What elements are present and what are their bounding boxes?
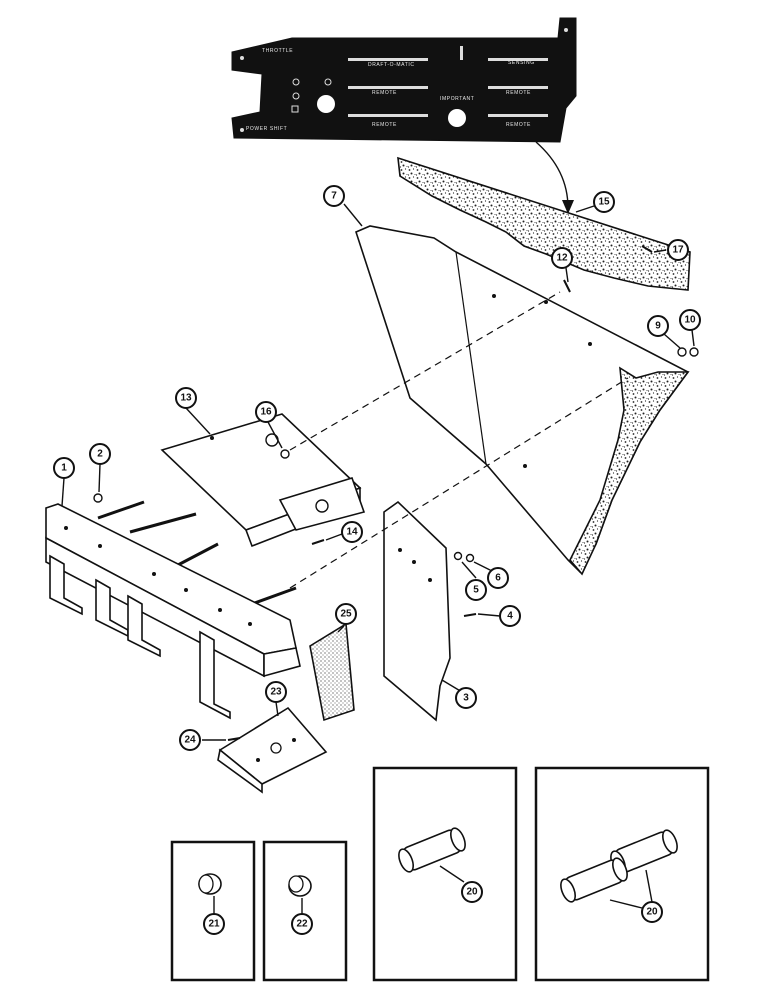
hardware-nut-5 bbox=[453, 551, 463, 561]
svg-text:7: 7 bbox=[331, 191, 337, 202]
callout-14: 14 bbox=[341, 521, 363, 543]
instrument-panel-decal: THROTTLE DRAFT-O-MATIC SENSING REMOTE RE… bbox=[231, 17, 577, 143]
panel-gauge-icon bbox=[317, 95, 335, 113]
callout-7: 7 bbox=[323, 185, 345, 207]
callout-20-a: 20 bbox=[461, 881, 483, 903]
svg-text:9: 9 bbox=[655, 321, 661, 332]
hardware-screw-12 bbox=[563, 279, 571, 293]
panel-label-draft-o-matic: DRAFT-O-MATIC bbox=[368, 62, 415, 68]
svg-text:25: 25 bbox=[340, 609, 352, 620]
assembly-line-1 bbox=[289, 291, 561, 451]
part-25-pad bbox=[309, 622, 355, 722]
tube-20-lower-icon bbox=[560, 857, 628, 903]
decal-arrow bbox=[535, 141, 569, 209]
svg-text:20: 20 bbox=[466, 887, 478, 898]
part-3-plate bbox=[383, 500, 451, 722]
svg-text:17: 17 bbox=[672, 245, 684, 256]
svg-text:16: 16 bbox=[260, 407, 272, 418]
callout-4: 4 bbox=[499, 605, 521, 627]
hardware-nut-6 bbox=[465, 553, 475, 563]
panel-label-remote-2: REMOTE bbox=[506, 90, 531, 96]
svg-text:22: 22 bbox=[296, 919, 308, 930]
svg-text:3: 3 bbox=[463, 693, 469, 704]
hardware-nut-16 bbox=[280, 449, 290, 459]
callout-5: 5 bbox=[465, 579, 487, 601]
callout-6: 6 bbox=[487, 567, 509, 589]
svg-text:10: 10 bbox=[684, 315, 696, 326]
svg-text:24: 24 bbox=[184, 735, 196, 746]
svg-text:15: 15 bbox=[598, 197, 610, 208]
callout-15: 15 bbox=[593, 191, 615, 213]
svg-text:23: 23 bbox=[270, 687, 282, 698]
inset-part-21: 21 bbox=[170, 840, 256, 982]
panel-label-power-shift: POWER SHIFT bbox=[246, 126, 287, 132]
callout-23: 23 bbox=[265, 681, 287, 703]
panel-label-remote-4: REMOTE bbox=[506, 122, 531, 128]
hardware-screw-17 bbox=[641, 245, 653, 253]
part-1-frame bbox=[45, 500, 301, 720]
hardware-screw-4 bbox=[463, 613, 477, 617]
hardware-screw-24 bbox=[227, 737, 241, 741]
callout-12: 12 bbox=[551, 247, 573, 269]
inset-part-20-pair: 20 bbox=[534, 766, 710, 982]
inset-part-22: 22 bbox=[262, 840, 348, 982]
callout-16: 16 bbox=[255, 401, 277, 423]
callout-9: 9 bbox=[647, 315, 669, 337]
callout-17: 17 bbox=[667, 239, 689, 261]
hardware-bolt-2 bbox=[93, 493, 103, 503]
callout-10: 10 bbox=[679, 309, 701, 331]
tube-20-icon bbox=[398, 827, 466, 873]
svg-text:12: 12 bbox=[556, 253, 568, 264]
panel-label-sensing: SENSING bbox=[508, 60, 535, 66]
svg-text:6: 6 bbox=[495, 573, 501, 584]
svg-text:13: 13 bbox=[180, 393, 192, 404]
callout-20-b: 20 bbox=[641, 901, 663, 923]
part-15-panel bbox=[397, 156, 691, 291]
callout-2: 2 bbox=[89, 443, 111, 465]
part-23-plate bbox=[217, 706, 328, 794]
assembly-line-2 bbox=[289, 377, 629, 589]
svg-text:4: 4 bbox=[507, 611, 513, 622]
svg-text:2: 2 bbox=[97, 449, 103, 460]
panel-label-remote-1: REMOTE bbox=[372, 90, 397, 96]
panel-label-throttle: THROTTLE bbox=[262, 48, 293, 54]
callout-24: 24 bbox=[179, 729, 201, 751]
svg-text:5: 5 bbox=[473, 585, 479, 596]
hardware-screw-14 bbox=[311, 539, 325, 545]
svg-text:14: 14 bbox=[346, 527, 358, 538]
part-7-side-panel bbox=[569, 366, 690, 576]
callout-21: 21 bbox=[203, 913, 225, 935]
hardware-nut-9 bbox=[677, 347, 687, 357]
callout-22: 22 bbox=[291, 913, 313, 935]
part-13-bracket bbox=[160, 413, 366, 548]
svg-text:20: 20 bbox=[646, 907, 658, 918]
svg-text:21: 21 bbox=[208, 919, 220, 930]
callout-13: 13 bbox=[175, 387, 197, 409]
callout-1: 1 bbox=[53, 457, 75, 479]
callout-3: 3 bbox=[455, 687, 477, 709]
panel-label-important: IMPORTANT bbox=[440, 96, 474, 102]
callout-25: 25 bbox=[335, 603, 357, 625]
panel-label-remote-3: REMOTE bbox=[372, 122, 397, 128]
inset-part-20-single: 20 bbox=[372, 766, 518, 982]
svg-text:1: 1 bbox=[61, 463, 67, 474]
hardware-nut-10 bbox=[689, 347, 699, 357]
